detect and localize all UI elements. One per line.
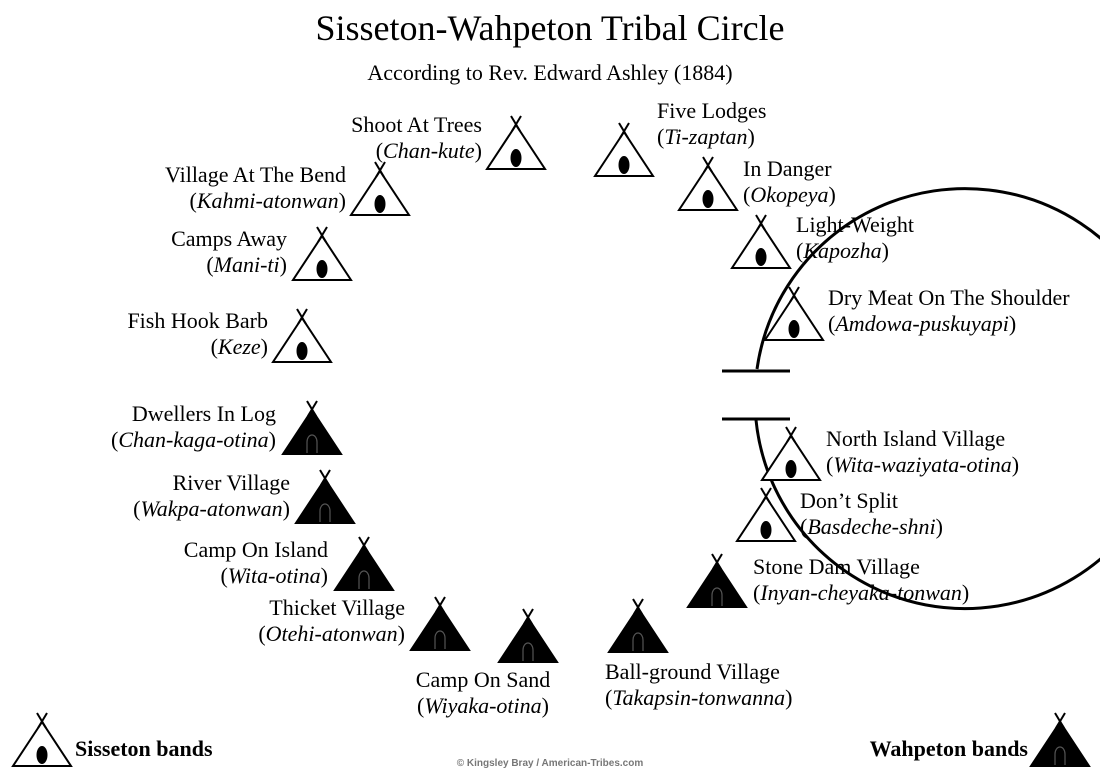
legend-sisseton [11,712,73,767]
credit-text: © Kingsley Bray / American-Tribes.com [457,758,644,769]
sisseton-tipi-icon [760,426,822,481]
band-group: Camps Away(Mani-ti) [171,226,353,281]
band-group: Camp On Island(Wita-otina) [184,536,395,591]
band-name-label: Camp On Sand [416,667,550,692]
wahpeton-tipi-icon [281,400,343,455]
legend-sisseton-label: Sisseton bands [75,736,213,761]
band-name-label: Don’t Split [800,488,898,513]
sisseton-tipi-icon [593,122,655,177]
sisseton-tipi-icon [349,161,411,216]
band-native-label: (Wita-waziyata-otina) [826,452,1019,477]
band-group: Stone Dam Village(Inyan-cheyaka-tonwan) [686,553,969,608]
sisseton-tipi-icon [730,214,792,269]
wahpeton-tipi-icon [333,536,395,591]
band-name-label: Camp On Island [184,537,328,562]
band-group: Shoot At Trees(Chan-kute) [351,112,547,170]
band-name-label: Village At The Bend [165,162,346,187]
page-title: Sisseton-Wahpeton Tribal Circle [315,8,784,48]
legend-wahpeton-tipi-icon [1029,712,1091,767]
band-native-label: (Chan-kute) [376,138,482,163]
wahpeton-tipi-icon [686,553,748,608]
band-native-label: (Inyan-cheyaka-tonwan) [753,580,969,605]
sisseton-tipi-icon [677,156,739,211]
band-native-label: (Chan-kaga-otina) [111,427,276,452]
band-native-label: (Amdowa-puskuyapi) [828,311,1016,336]
band-name-label: Dry Meat On The Shoulder [828,285,1070,310]
band-native-label: (Otehi-atonwan) [258,621,405,646]
band-name-label: River Village [173,470,290,495]
band-name-label: Camps Away [171,226,287,251]
sisseton-tipi-icon [271,308,333,363]
band-native-label: (Ti-zaptan) [657,124,755,149]
band-native-label: (Keze) [211,334,268,359]
wahpeton-tipi-icon [607,598,669,653]
band-name-label: Ball-ground Village [605,659,780,684]
band-native-label: (Okopeya) [743,182,836,207]
sisseton-tipi-icon [291,226,353,281]
bands-layer: Shoot At Trees(Chan-kute) Five Lodges(Ti-… [111,98,1070,718]
band-group: Ball-ground Village(Takapsin-tonwanna) [605,598,792,710]
legend-wahpeton-label: Wahpeton bands [870,736,1029,761]
sisseton-tipi-icon [485,115,547,170]
band-group: Don’t Split(Basdeche-shni) [735,487,943,542]
band-group: Dry Meat On The Shoulder(Amdowa-puskuyap… [763,285,1070,341]
sisseton-tipi-icon [735,487,797,542]
band-native-label: (Mani-ti) [206,252,287,277]
band-native-label: (Kahmi-atonwan) [190,188,346,213]
band-group: Camp On Sand(Wiyaka-otina) [416,608,559,718]
band-group: In Danger(Okopeya) [677,156,836,211]
legend-sisseton-tipi-icon [11,712,73,767]
band-native-label: (Wiyaka-otina) [417,693,549,718]
legend-wahpeton [1029,712,1091,767]
band-native-label: (Wita-otina) [220,563,328,588]
band-name-label: Thicket Village [269,595,405,620]
band-group: Light-Weight(Kapozha) [730,212,914,269]
band-native-label: (Kapozha) [796,238,889,263]
band-native-label: (Takapsin-tonwanna) [605,685,792,710]
wahpeton-tipi-icon [409,596,471,651]
band-group: Dwellers In Log(Chan-kaga-otina) [111,400,343,455]
band-group: North Island Village(Wita-waziyata-otina… [760,426,1019,481]
band-name-label: Five Lodges [657,98,766,123]
wahpeton-tipi-icon [294,469,356,524]
band-native-label: (Basdeche-shni) [800,514,943,539]
band-group: Fish Hook Barb(Keze) [127,308,333,363]
band-group: River Village(Wakpa-atonwan) [133,469,356,524]
wahpeton-tipi-icon [497,608,559,663]
band-native-label: (Wakpa-atonwan) [133,496,290,521]
band-group: Thicket Village(Otehi-atonwan) [258,595,471,651]
band-group: Village At The Bend(Kahmi-atonwan) [165,161,411,216]
sisseton-tipi-icon [763,286,825,341]
page-subtitle: According to Rev. Edward Ashley (1884) [367,60,732,85]
band-name-label: In Danger [743,156,832,181]
band-name-label: Light-Weight [796,212,914,237]
band-name-label: Fish Hook Barb [127,308,268,333]
camp-circle [754,187,1100,611]
band-name-label: Dwellers In Log [132,401,276,426]
band-name-label: Stone Dam Village [753,554,920,579]
band-name-label: Shoot At Trees [351,112,482,137]
band-group: Five Lodges(Ti-zaptan) [593,98,766,177]
band-name-label: North Island Village [826,426,1005,451]
